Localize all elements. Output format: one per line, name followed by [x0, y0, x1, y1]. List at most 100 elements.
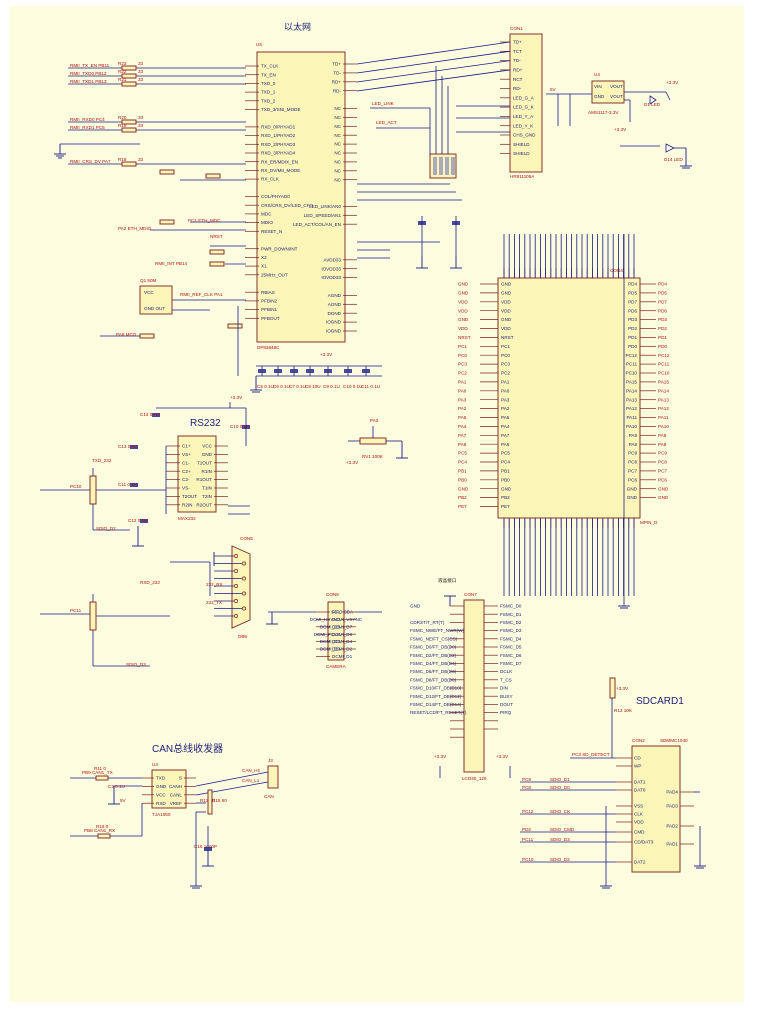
can-conn-part: CAN	[264, 794, 274, 799]
db9-tx-net: 232_TX	[206, 600, 222, 605]
can-conn-ref: J3	[268, 758, 273, 763]
sd-net-name: SDIO_D3	[550, 837, 570, 842]
phy-left-pin: PFBIN2	[261, 299, 278, 304]
lcd-right-pin: FSMC_D5	[500, 645, 522, 650]
sd-left-pin: DAT2	[634, 860, 646, 865]
camera-right-pin: SCL	[331, 610, 340, 615]
mcu-left-pin: PB1	[501, 469, 510, 474]
cap-row-rail: +3.3V	[320, 352, 333, 357]
sd-right-pin: PAD3	[666, 804, 678, 809]
phy-left-pin: COL/PHYAD0	[261, 194, 290, 199]
sd-net-name: SDIO_D1	[550, 777, 570, 782]
mcu-left-pin: PA6	[501, 442, 510, 447]
rj45-pin: RCT	[513, 77, 523, 82]
phy-left-pins: TX_CLKTX_ENTXD_0TXD_1TXD_2TXD_3/SNI_MODE…	[245, 64, 314, 321]
mcu-left-pin: GND	[501, 291, 512, 296]
phy-right-pin: IOVDD33	[321, 275, 341, 280]
db9-pin	[234, 584, 238, 588]
mcu-right-net: PC6	[658, 477, 667, 482]
can-connector	[267, 765, 279, 789]
mcu-left-pin: GND	[501, 282, 512, 287]
potentiometer	[359, 437, 387, 445]
resistor-value: 33	[138, 69, 144, 74]
phy-left-pin: PFBIN1	[261, 307, 278, 312]
mcu-left-net: VDD	[458, 326, 468, 331]
can-left-pin: RXD	[156, 801, 166, 806]
resistor-array-element-4	[451, 157, 455, 175]
mcu-right-pin: PC6	[628, 477, 637, 482]
lcd-rail: +3.3V	[434, 754, 447, 759]
mcu-right-pin: PA9	[629, 433, 638, 438]
phy-left-pin: TXD_3/SNI_MODE	[261, 107, 301, 112]
rj45-pin: CHS_GND	[513, 133, 536, 138]
phy-right-pin: LED_SPEED/AN1	[304, 213, 342, 218]
db9-pin	[234, 614, 238, 618]
rj45-pin: LED_Y_A	[513, 114, 534, 119]
wire	[195, 771, 269, 787]
can-resistor	[95, 775, 109, 781]
phy-chip	[256, 51, 346, 343]
can-right-pin: CANH	[169, 784, 182, 789]
sd-left-pin: CD/DAT3	[634, 840, 654, 845]
mcu-right-pin: PC7	[628, 469, 637, 474]
rj45-pin: TCT	[513, 49, 522, 54]
mcu-left-pin: VDD	[501, 299, 511, 304]
mcu-part: MPIN_D	[640, 520, 658, 525]
max232-left-pin: VS+	[182, 452, 191, 457]
mcu-left-pin: VDD	[501, 308, 511, 313]
ldo-out-rail: +3.3V	[666, 80, 679, 85]
can-passive: C3 0.1U	[108, 784, 125, 789]
resistor-ref: R22	[118, 69, 127, 74]
phy-left-pin: RX_ER/MDIX_EN	[261, 159, 298, 164]
mcu-left-net: PE7	[458, 504, 467, 509]
camera-right-pin: DCMI_D3	[320, 639, 341, 644]
lcd-section: 液晶接口 CON7 LCD40_126 GNDCDRST/T_RT(T)FSMC…	[410, 577, 522, 781]
ldo-part: AMS1117-3.3V	[588, 110, 619, 115]
sd-right-pin: PAD4	[666, 790, 678, 795]
mcu-left-pin: GND	[501, 317, 512, 322]
lcd-part: LCD40_126	[462, 776, 487, 781]
camera-right-pin: DCMI_HSYNC	[310, 617, 341, 622]
sdcard-title: SDCARD1	[636, 696, 684, 707]
phy-right-pin: IOGND	[326, 329, 342, 334]
mcu-left-net: PB1	[458, 469, 467, 474]
rj45-ref: CON1	[510, 26, 523, 31]
series-resistor	[121, 81, 137, 87]
led-d14-symbol	[665, 143, 675, 153]
led-link-net: LED_LINK	[372, 101, 395, 106]
mcu-right-pin: PA15	[626, 380, 637, 385]
phy-right-pin: TD-	[333, 71, 341, 76]
resistor-array-element-1	[433, 157, 437, 175]
mcu-right-net: PA10	[658, 424, 669, 429]
lcd-right-pin: FSMC_D3	[500, 628, 522, 633]
mcu-right-net: PC11	[658, 362, 670, 367]
mcu-left-pin: PA4	[501, 424, 510, 429]
sd-left-pin: WP	[634, 764, 641, 769]
max232-left-pin: C2+	[182, 469, 191, 474]
rj45-pin: TD+	[513, 40, 522, 45]
lcd-left-pin: FSMC_D12/FT_DB(D12)	[410, 694, 462, 699]
led-d14: D14 LED	[664, 157, 683, 162]
sd-net-pin: PC9	[522, 777, 531, 782]
lcd-right-pin: FSMC_D0	[500, 604, 522, 609]
decoupling-cap: C6 0.1U	[273, 384, 290, 389]
can-part: TJA1050	[152, 812, 171, 817]
phy-left-pin: MDC	[261, 212, 272, 217]
can-passive: C16 1000P	[194, 844, 217, 849]
eth-mdc-net: PC1 ETH_MDC	[188, 218, 221, 223]
camera-left-pin: DCMI_D1	[332, 654, 353, 659]
mcu-right-pin: PC8	[628, 460, 637, 465]
rj45-pin: LED_Y_K	[513, 123, 534, 128]
can-l1-label: CAN_L1	[242, 778, 260, 783]
can-title: CAN总线收发器	[152, 742, 223, 755]
rj45-pin: SHIELD	[513, 142, 530, 147]
lcd-right-pin: FSMC_D1	[500, 612, 522, 617]
resistor	[209, 261, 225, 267]
